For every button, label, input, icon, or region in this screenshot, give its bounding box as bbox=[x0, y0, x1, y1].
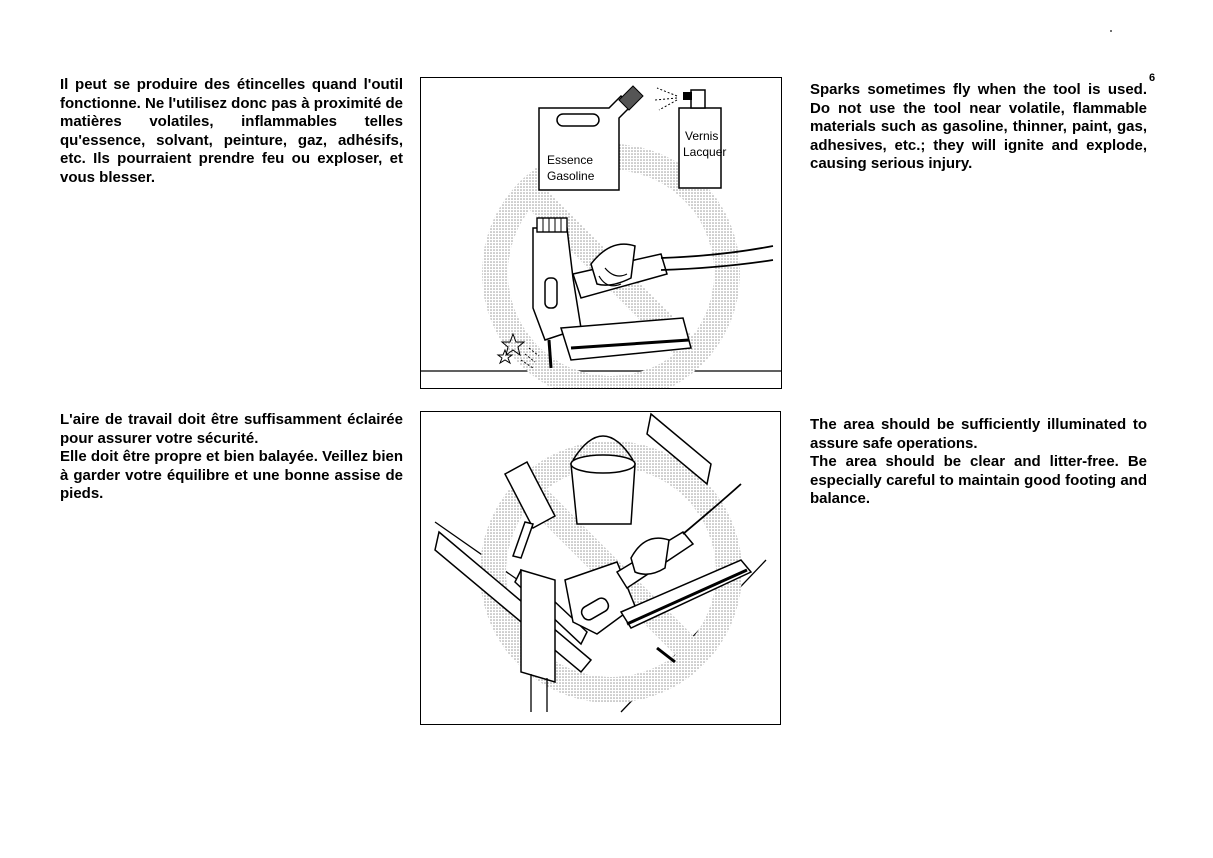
spray-label-french: Vernis bbox=[685, 129, 718, 143]
english-sparks-warning: Sparks sometimes fly when the tool is us… bbox=[810, 81, 1147, 174]
gasoline-can-icon: Essence Gasoline bbox=[538, 85, 644, 191]
french-area-text-2: Elle doit être propre et bien balayée. V… bbox=[60, 448, 403, 502]
french-area-text-1: L'aire de travail doit être suffisamment… bbox=[60, 411, 403, 447]
nailer-tool-icon bbox=[564, 483, 753, 664]
speck bbox=[1110, 30, 1112, 32]
work-area-illustration-svg bbox=[434, 412, 767, 713]
work-area-illustration bbox=[420, 411, 781, 725]
french-sparks-warning: Il peut se produire des étincelles quand… bbox=[60, 76, 403, 187]
french-sparks-text: Il peut se produire des étincelles quand… bbox=[60, 76, 403, 186]
english-area-text-2: The area should be clear and litter-free… bbox=[810, 453, 1147, 507]
hammer-icon bbox=[503, 460, 557, 559]
can-label-english: Gasoline bbox=[547, 169, 595, 183]
spark-icon bbox=[496, 332, 540, 369]
nailer-tool-icon bbox=[532, 217, 774, 369]
english-area-warning: The area should be sufficiently illumina… bbox=[810, 416, 1147, 509]
sparks-illustration-svg: Essence Gasoline Vernis Lacquer bbox=[421, 85, 781, 388]
english-sparks-text: Sparks sometimes fly when the tool is us… bbox=[810, 81, 1147, 172]
can-label-french: Essence bbox=[547, 153, 593, 167]
sparks-illustration: Essence Gasoline Vernis Lacquer bbox=[420, 77, 782, 389]
page-number: 6 bbox=[1149, 72, 1156, 84]
english-area-text-1: The area should be sufficiently illumina… bbox=[810, 416, 1147, 452]
spray-label-english: Lacquer bbox=[683, 145, 726, 159]
paint-bucket-icon bbox=[570, 435, 636, 525]
spray-can-icon: Vernis Lacquer bbox=[654, 87, 726, 189]
french-area-warning: L'aire de travail doit être suffisamment… bbox=[60, 411, 403, 504]
wood-board-icon bbox=[434, 412, 712, 712]
